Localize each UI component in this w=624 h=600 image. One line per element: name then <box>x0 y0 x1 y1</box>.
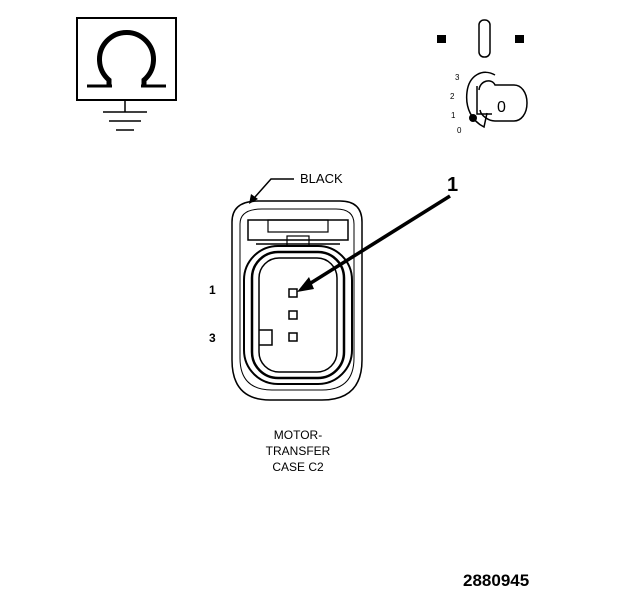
caption-line-3: CASE C2 <box>272 460 324 474</box>
callout-number: 1 <box>447 174 459 196</box>
connector-face-icon <box>231 200 363 401</box>
connector-color-label: BLACK <box>300 171 343 186</box>
pin-label-3: 3 <box>209 331 216 345</box>
key-pos-0: 0 <box>457 126 462 135</box>
figure-number: 2880945 <box>463 571 530 590</box>
caption-line-1: MOTOR- <box>273 428 323 442</box>
key-pos-3: 3 <box>455 73 460 82</box>
ohmmeter-ground-icon <box>76 17 177 131</box>
caption-line-2: TRANSFER <box>265 444 331 458</box>
connector-caption: MOTOR- TRANSFER CASE C2 <box>250 427 346 475</box>
key-pos-1: 1 <box>451 111 456 120</box>
color-label-leader <box>254 178 294 198</box>
cavity-3 <box>288 332 298 342</box>
callout-arrowhead <box>297 277 314 292</box>
key-mark: 0 <box>497 99 506 116</box>
key-pos-2: 2 <box>450 92 455 101</box>
ignition-switch-icon <box>437 19 528 129</box>
cavity-1 <box>288 288 298 298</box>
pin-label-1: 1 <box>209 283 216 297</box>
callout-arrow <box>305 194 451 288</box>
cavity-2 <box>288 310 298 320</box>
